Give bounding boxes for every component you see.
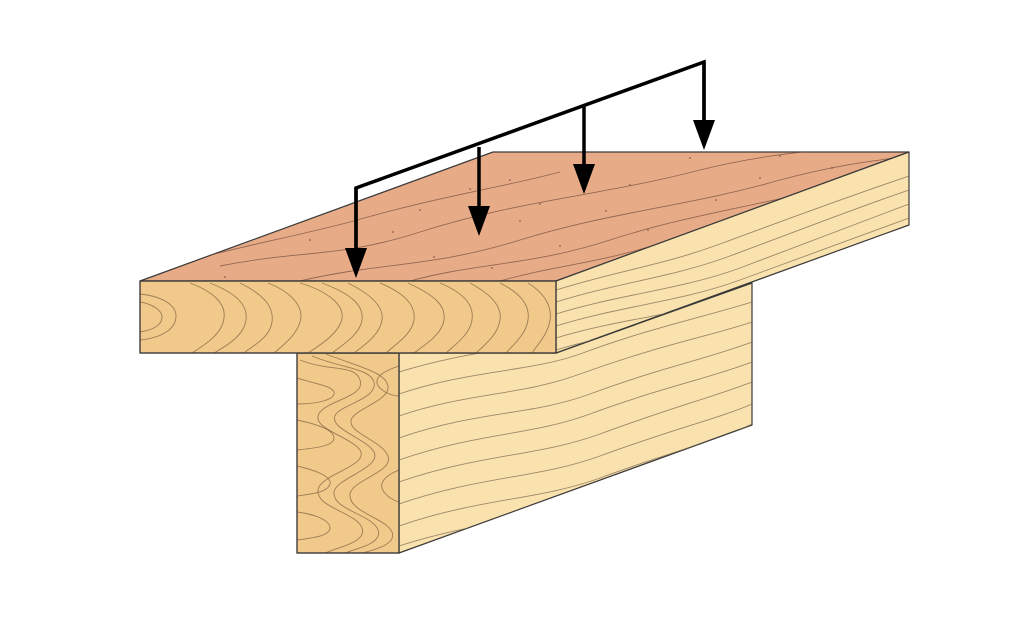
load-arrow [345, 188, 367, 278]
web-end-face [296, 352, 400, 554]
load-arrow [573, 106, 595, 194]
load-arrow-head [573, 164, 595, 194]
web-end-rings [297, 353, 399, 553]
load-arrow-head [693, 120, 715, 150]
flange-end-face [139, 280, 557, 354]
web [296, 282, 753, 554]
distributed-load [345, 59, 715, 278]
flange-end-rings [140, 282, 551, 353]
load-arrow-head [468, 206, 490, 236]
flange [139, 151, 910, 354]
load-arrow [693, 62, 715, 150]
load-arrow [468, 147, 490, 236]
load-arrow-head [345, 248, 367, 278]
